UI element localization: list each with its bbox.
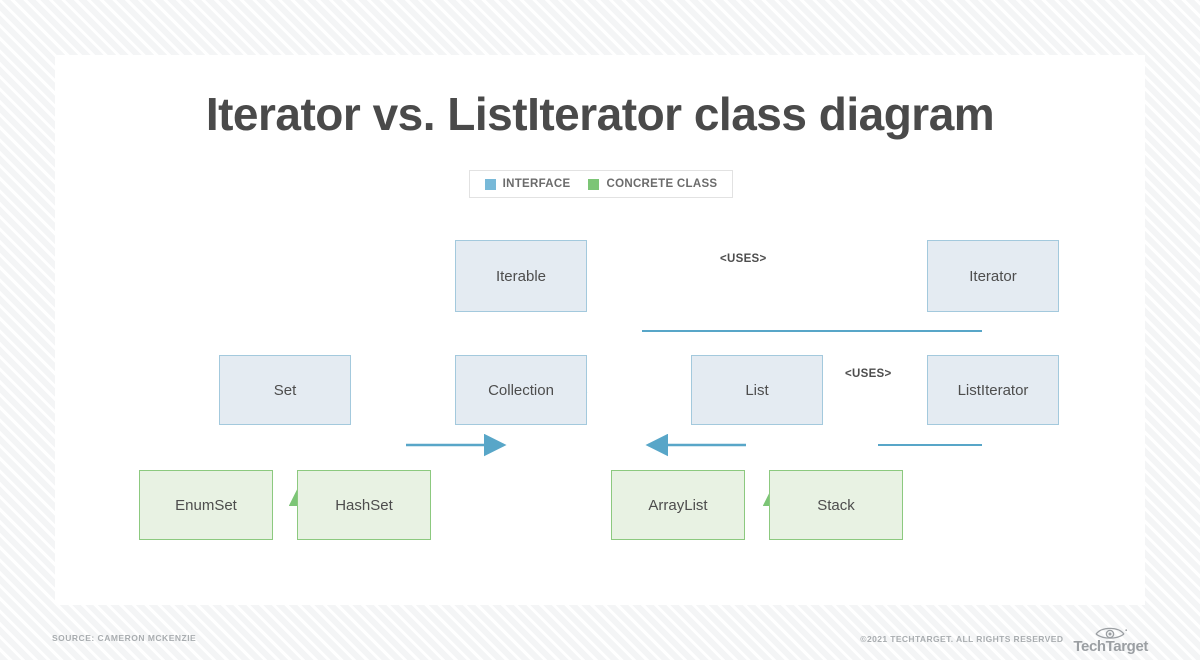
legend-item-concrete-class: CONCRETE CLASS [588, 178, 717, 190]
node-hashset[interactable]: HashSet [297, 470, 431, 540]
eye-icon [1095, 627, 1127, 639]
node-collection[interactable]: Collection [455, 355, 587, 425]
footer-right: ©2021 TECHTARGET. ALL RIGHTS RESERVED Te… [860, 625, 1148, 654]
edge-label-uses-listiterator: <USES> [845, 368, 892, 380]
class-diagram: Iterable Iterator Set Collection List Li… [55, 55, 1145, 605]
node-iterator[interactable]: Iterator [927, 240, 1059, 312]
node-enumset[interactable]: EnumSet [139, 470, 273, 540]
legend-item-label: INTERFACE [502, 178, 571, 190]
legend-item-interface: INTERFACE [484, 178, 571, 190]
node-set[interactable]: Set [219, 355, 351, 425]
page-title: Iterator vs. ListIterator class diagram [205, 88, 995, 140]
legend: INTERFACE CONCRETE CLASS [469, 170, 733, 198]
node-iterable[interactable]: Iterable [455, 240, 587, 312]
edge-label-uses-iterator: <USES> [720, 253, 767, 265]
techtarget-logo: TechTarget [1073, 625, 1148, 654]
square-swatch-icon [484, 178, 496, 190]
source-credit: SOURCE: CAMERON MCKENZIE [52, 633, 197, 643]
legend-item-label: CONCRETE CLASS [606, 178, 718, 190]
node-stack[interactable]: Stack [769, 470, 903, 540]
node-list[interactable]: List [691, 355, 823, 425]
techtarget-wordmark: TechTarget [1073, 638, 1148, 655]
copyright-notice: ©2021 TECHTARGET. ALL RIGHTS RESERVED [860, 633, 1064, 644]
node-arraylist[interactable]: ArrayList [611, 470, 745, 540]
content-card: Iterator vs. ListIterator class diagram … [55, 55, 1145, 605]
square-swatch-icon [588, 178, 600, 190]
node-listiterator[interactable]: ListIterator [927, 355, 1059, 425]
